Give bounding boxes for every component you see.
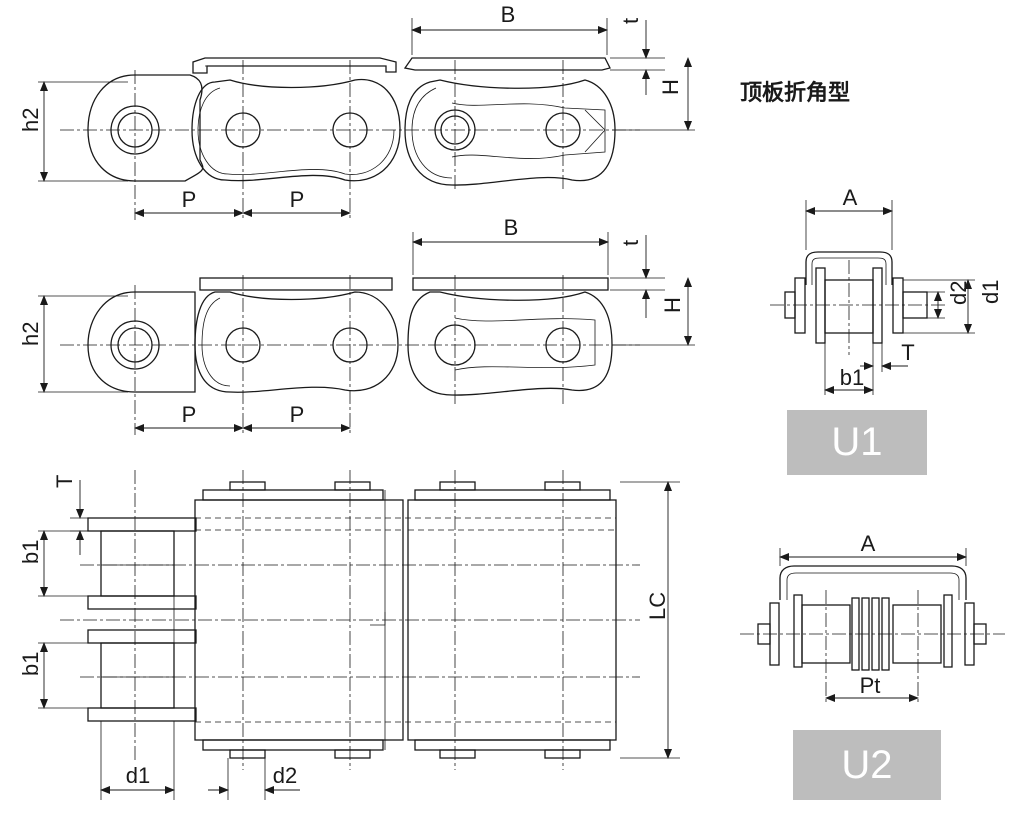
dim-label-B-top: B xyxy=(501,2,516,27)
variant-badge-u2: U2 xyxy=(793,730,941,800)
dim-label-d1-u1: d1 xyxy=(978,280,1003,304)
dim-label-LC: LC xyxy=(645,592,670,620)
dim-label-Pt: Pt xyxy=(860,673,881,698)
dimensions-u2: A Pt xyxy=(779,531,967,702)
dim-label-T-plan: T xyxy=(52,475,77,488)
dim-label-P1-top: P xyxy=(182,187,197,212)
dim-label-h2-mid: h2 xyxy=(18,322,43,346)
dim-label-T-u1: T xyxy=(901,340,914,365)
dim-label-d2-u1: d2 xyxy=(946,281,971,305)
dim-label-h2-top: h2 xyxy=(18,108,43,132)
caption: 顶板折角型 xyxy=(740,80,850,105)
dimensions-u1: A d1 d2 T b1 xyxy=(805,185,1003,395)
dim-label-P2-mid: P xyxy=(290,402,305,427)
side-view-flat-top xyxy=(60,275,640,435)
dim-label-P2-top: P xyxy=(290,187,305,212)
dim-label-P1-mid: P xyxy=(182,402,197,427)
dimensions-view-3: T b1 b1 d1 d2 LC xyxy=(18,475,680,800)
dim-label-B-mid: B xyxy=(504,215,519,240)
top-view xyxy=(60,470,640,770)
dim-label-b1-upper: b1 xyxy=(18,540,43,564)
dimensions-view-1: B t H h2 P P xyxy=(18,2,695,217)
dim-label-A-u1: A xyxy=(843,185,858,210)
dim-label-t-top: t xyxy=(618,18,643,24)
dim-label-H-top: H xyxy=(658,79,683,95)
dim-label-d2-plan: d2 xyxy=(273,763,297,788)
dim-label-t-mid: t xyxy=(618,240,643,246)
dim-label-b1-u1: b1 xyxy=(840,365,864,390)
dim-label-b1-lower: b1 xyxy=(18,652,43,676)
dim-label-d1-plan: d1 xyxy=(126,763,150,788)
dimensions-view-2: B t H h2 P P xyxy=(18,215,695,432)
dim-label-A-u2: A xyxy=(861,531,876,556)
u1-end-view xyxy=(770,251,945,355)
dim-label-H-mid: H xyxy=(660,297,685,313)
u2-end-view xyxy=(740,565,1005,705)
variant-badge-u1: U1 xyxy=(787,410,927,475)
side-view-bent-top xyxy=(60,57,640,220)
